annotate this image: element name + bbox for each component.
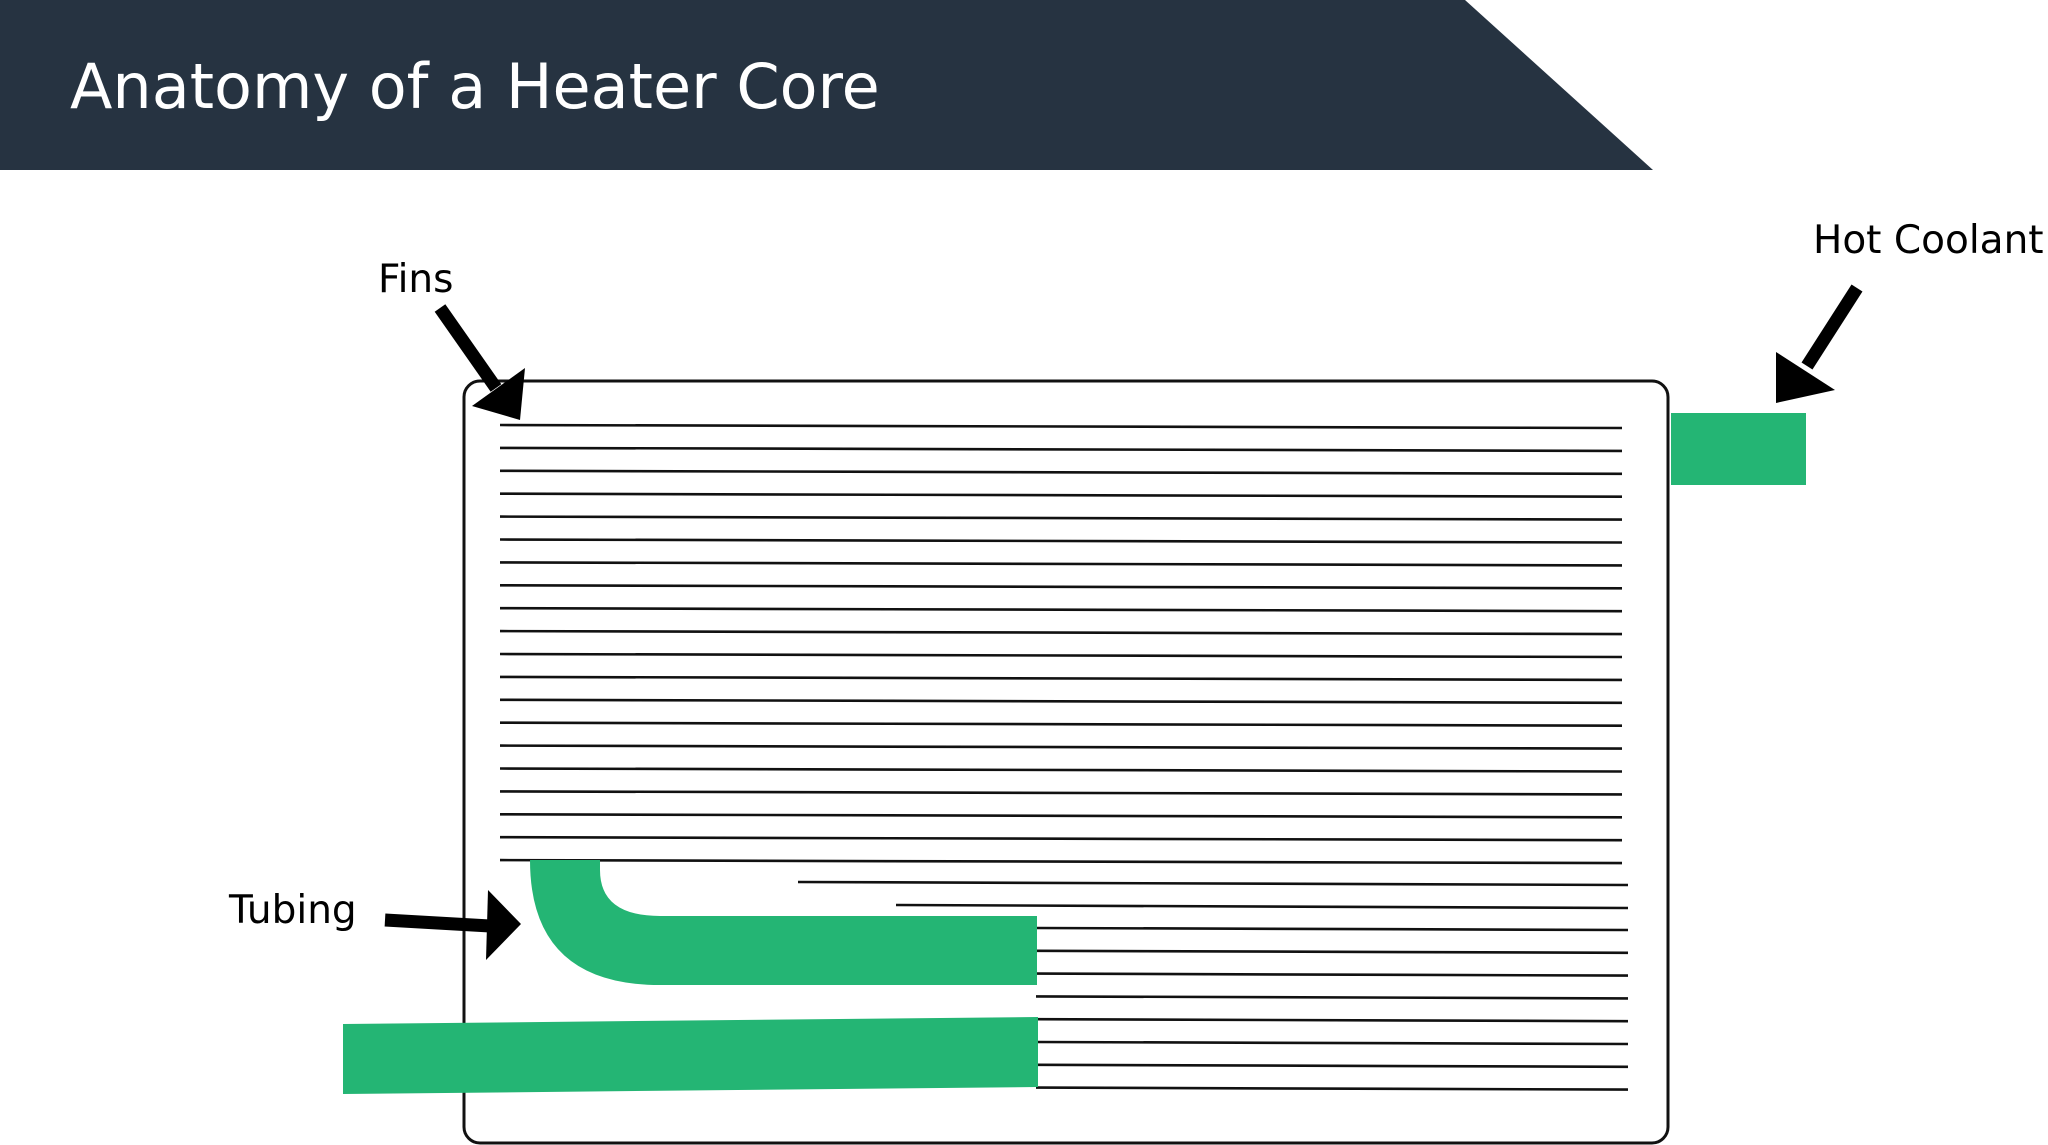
- hot-coolant-inlet-tube: [1671, 413, 1806, 485]
- fin-line: [499, 538, 1623, 544]
- hot-coolant-label: Hot Coolant: [1813, 218, 2044, 263]
- fin-line: [499, 606, 1623, 613]
- bent-tube: [530, 860, 1037, 985]
- fin-line: [499, 721, 1623, 728]
- fin-line: [499, 790, 1623, 796]
- header-banner: [0, 0, 1653, 170]
- fin-line: [499, 469, 1623, 476]
- fins-group: [499, 423, 1629, 1091]
- fin-line: [1035, 995, 1629, 1000]
- fin-line: [1035, 1063, 1629, 1069]
- fin-line: [499, 583, 1623, 590]
- hot-coolant-arrow: [1776, 284, 1863, 403]
- fin-line: [1035, 1040, 1629, 1046]
- fin-line: [797, 880, 1629, 887]
- fin-line: [499, 744, 1623, 750]
- fin-line: [499, 629, 1623, 636]
- fin-line: [499, 515, 1623, 521]
- fin-line: [895, 903, 1629, 910]
- fins-label: Fins: [378, 257, 453, 302]
- fin-line: [1035, 972, 1629, 977]
- fin-line: [1035, 1017, 1629, 1023]
- fin-line: [499, 812, 1623, 819]
- fin-line: [499, 561, 1623, 567]
- lower-straight-tube: [343, 1017, 1038, 1094]
- fin-line: [499, 835, 1623, 842]
- fin-line: [499, 698, 1623, 705]
- fins-arrow: [434, 304, 525, 420]
- fin-line: [499, 446, 1623, 453]
- page-title: Anatomy of a Heater Core: [70, 50, 880, 123]
- tubing-label: Tubing: [228, 888, 357, 933]
- fin-line: [1035, 926, 1629, 932]
- tubing-arrow: [384, 890, 521, 960]
- fin-line: [1035, 949, 1629, 955]
- fin-line: [499, 858, 1623, 865]
- fin-line: [499, 492, 1623, 499]
- fin-line: [499, 652, 1623, 659]
- fin-line: [499, 423, 1623, 430]
- fin-line: [499, 767, 1623, 773]
- fin-line: [1035, 1086, 1629, 1091]
- fin-line: [499, 675, 1623, 682]
